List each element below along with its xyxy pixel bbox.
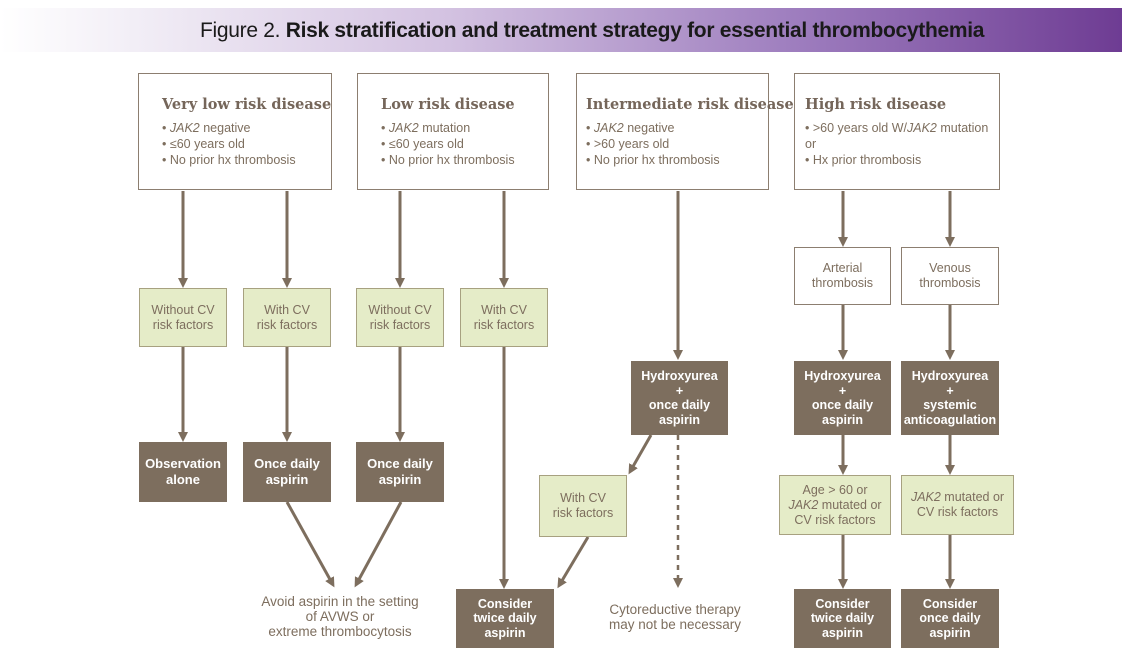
risk-title-low: Low risk disease [381, 96, 515, 113]
risk-bullet: • JAK2 negative [586, 121, 675, 135]
risk-bullet: • Hx prior thrombosis [805, 153, 922, 167]
risk-title-very-low: Very low risk disease [162, 96, 332, 113]
arrow-to-avoid-2 [354, 501, 403, 588]
figure-label: Figure 2. [200, 19, 281, 42]
risk-box-low: Low risk disease • JAK2 mutation • ≤60 y… [357, 73, 549, 190]
arrow-to-withcv-int [628, 434, 653, 475]
risk-bullet: or [805, 137, 817, 151]
figure-title-text: Risk stratification and treatment strate… [285, 19, 985, 42]
risk-bullet: • >60 years old [586, 137, 670, 151]
risk-bullet: • ≤60 years old [381, 137, 464, 151]
figure-title: Figure 2. Risk stratification and treatm… [200, 19, 984, 43]
risk-bullet: • >60 years old W/JAK2 mutation [805, 121, 989, 135]
risk-bullet: • No prior hx thrombosis [162, 153, 296, 167]
risk-bullet: • No prior hx thrombosis [586, 153, 720, 167]
risk-title-high: High risk disease [805, 96, 947, 113]
arrow-withcv-to-consider [557, 536, 590, 589]
title-banner: Figure 2. Risk stratification and treatm… [0, 8, 1122, 52]
risk-bullet: • No prior hx thrombosis [381, 153, 515, 167]
risk-bullet: • JAK2 mutation [381, 121, 471, 135]
risk-bullet: • JAK2 negative [162, 121, 251, 135]
arrow-to-avoid-1 [285, 501, 335, 588]
risk-box-high: High risk disease • >60 years old W/JAK2… [794, 73, 1000, 190]
risk-box-very-low: Very low risk disease • JAK2 negative • … [138, 73, 332, 190]
risk-title-intermediate: Intermediate risk disease [586, 96, 794, 113]
risk-bullet: • ≤60 years old [162, 137, 245, 151]
risk-box-intermediate: Intermediate risk disease • JAK2 negativ… [576, 73, 794, 190]
